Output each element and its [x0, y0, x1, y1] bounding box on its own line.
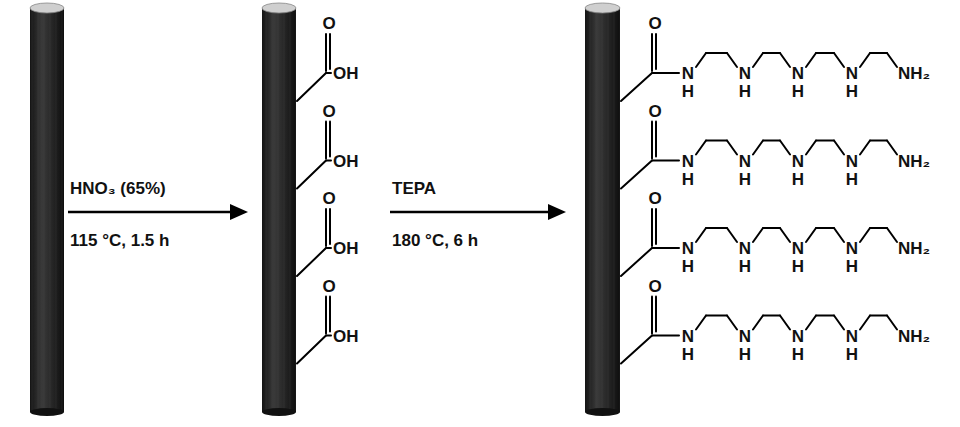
- fiber-cylinder: [262, 3, 296, 416]
- atom-label: O: [648, 190, 661, 207]
- atom-label: N: [682, 65, 694, 82]
- reaction-condition: HNO₃ (65%): [70, 180, 166, 197]
- atom-label: O: [322, 15, 335, 32]
- atom-label: N: [846, 327, 858, 344]
- atom-label: H: [739, 258, 751, 275]
- atom-label: N: [792, 240, 804, 257]
- atom-label: H: [792, 258, 804, 275]
- atom-label: NH₂: [898, 65, 930, 82]
- atom-label: H: [846, 258, 858, 275]
- atom-label: O: [648, 15, 661, 32]
- atom-label: H: [739, 345, 751, 362]
- atom-label: O: [648, 277, 661, 294]
- atom-label: H: [739, 83, 751, 100]
- atom-label: H: [682, 345, 694, 362]
- atom-label: O: [322, 190, 335, 207]
- fiber-cylinder: [585, 3, 620, 416]
- atom-label: N: [739, 240, 751, 257]
- atom-label: H: [682, 83, 694, 100]
- atom-label: NH₂: [898, 152, 930, 169]
- atom-label: N: [792, 152, 804, 169]
- atom-label: N: [792, 65, 804, 82]
- atom-label: H: [792, 345, 804, 362]
- fiber-cylinder: [30, 3, 64, 416]
- chemical-bonds: [297, 34, 897, 364]
- atom-label: H: [682, 258, 694, 275]
- atom-label: N: [846, 65, 858, 82]
- atom-label: OH: [333, 240, 359, 257]
- reaction-condition: TEPA: [392, 180, 436, 197]
- atom-label: N: [682, 152, 694, 169]
- atom-label: N: [739, 65, 751, 82]
- atom-label: H: [846, 170, 858, 187]
- atom-label: O: [322, 102, 335, 119]
- reaction-condition: 180 °C, 6 h: [392, 232, 478, 249]
- atom-label: OH: [333, 152, 359, 169]
- atom-label: N: [846, 240, 858, 257]
- atom-label: OH: [333, 327, 359, 344]
- atom-label: H: [846, 83, 858, 100]
- atom-label: NH₂: [898, 240, 930, 257]
- atom-label: H: [792, 83, 804, 100]
- atom-label: OH: [333, 65, 359, 82]
- atom-label: O: [648, 102, 661, 119]
- atom-label: H: [682, 170, 694, 187]
- reaction-arrows: [68, 204, 566, 220]
- atom-label: N: [739, 152, 751, 169]
- reaction-condition: 115 °C, 1.5 h: [70, 232, 169, 249]
- atom-label: N: [739, 327, 751, 344]
- atom-label: N: [682, 327, 694, 344]
- carbon-fibers: [30, 3, 620, 416]
- atom-label: N: [846, 152, 858, 169]
- atom-label: N: [792, 327, 804, 344]
- atom-label: N: [682, 240, 694, 257]
- atom-label: NH₂: [898, 327, 930, 344]
- atom-label: H: [739, 170, 751, 187]
- atom-label: H: [792, 170, 804, 187]
- atom-label: O: [322, 277, 335, 294]
- atom-label: H: [846, 345, 858, 362]
